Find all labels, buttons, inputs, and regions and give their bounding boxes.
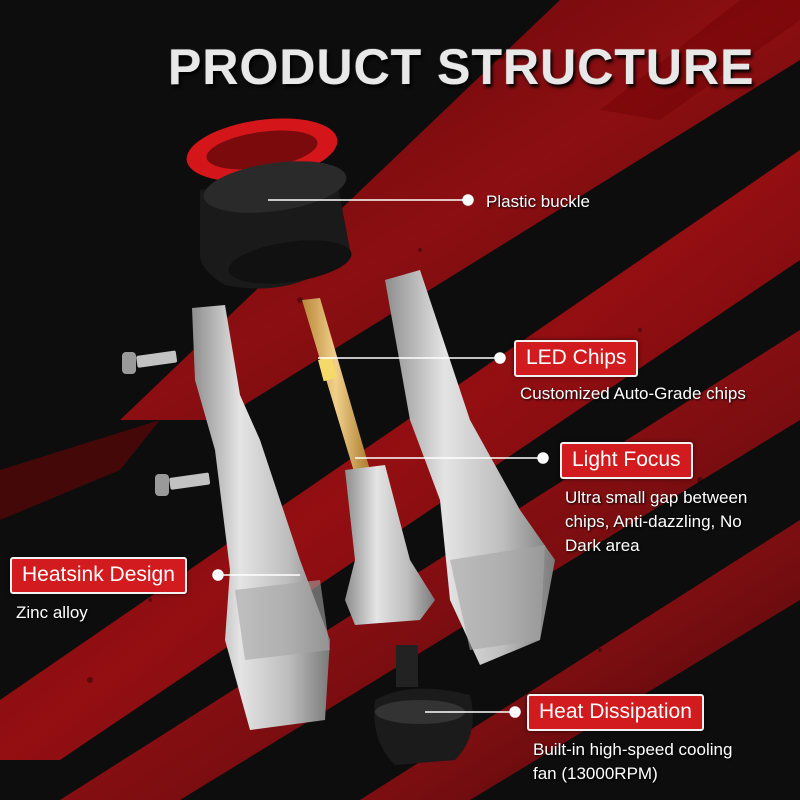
callout-heatsink-desc: Zinc alloy	[16, 603, 88, 622]
callout-light-focus-desc: Ultra small gap between chips, Anti-dazz…	[565, 486, 747, 558]
callout-light-focus-desc-line: chips, Anti-dazzling, No	[565, 512, 742, 531]
callout-heat-dissipation-desc-line: fan (13000RPM)	[533, 764, 658, 783]
callout-led-chips-desc: Customized Auto-Grade chips	[520, 384, 746, 403]
heatsink-shell-right-icon	[385, 270, 555, 665]
cooling-fan-icon	[374, 645, 473, 765]
callout-light-focus-desc-line: Dark area	[565, 536, 640, 555]
callout-heat-dissipation-label: Heat Dissipation	[527, 694, 704, 731]
led-board-icon	[302, 298, 435, 625]
screw-icon	[122, 350, 211, 496]
callout-heatsink-label: Heatsink Design	[10, 557, 187, 594]
callout-led-chips-label: LED Chips	[514, 340, 639, 377]
heatsink-shell-left-icon	[192, 305, 330, 730]
page-title: PRODUCT STRUCTURE	[168, 39, 755, 95]
callout-light-focus-desc-line: Ultra small gap between	[565, 488, 748, 507]
callout-light-focus-label: Light Focus	[560, 442, 693, 479]
callout-lines	[212, 194, 549, 718]
callout-heat-dissipation-desc-line: Built-in high-speed cooling	[533, 740, 733, 759]
callout-heat-dissipation-desc: Built-in high-speed cooling fan (13000RP…	[533, 738, 732, 786]
callout-plastic-buckle: Plastic buckle	[486, 192, 590, 211]
